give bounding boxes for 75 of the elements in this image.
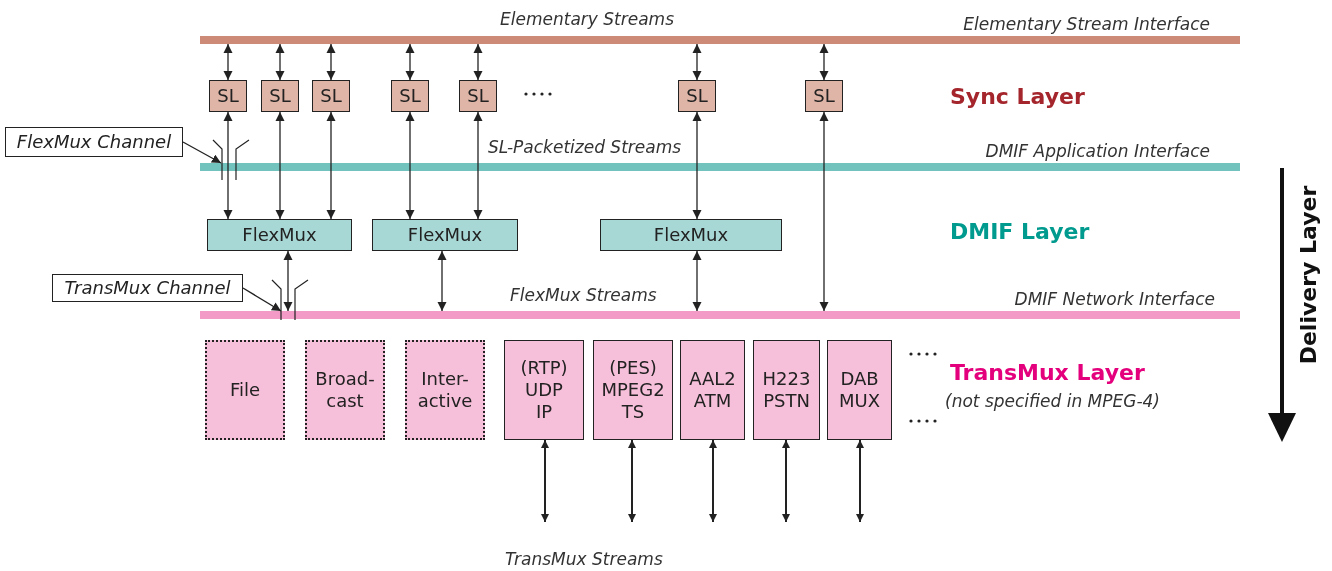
layer-title: TransMux Layer bbox=[950, 360, 1145, 385]
sync-layer-box bbox=[261, 80, 299, 112]
box-label: DAB MUX bbox=[839, 368, 880, 412]
sync-layer-box bbox=[312, 80, 350, 112]
double-arrow bbox=[223, 43, 233, 81]
stream-label: TransMux Streams bbox=[505, 549, 663, 569]
interface-label: DMIF Network Interface bbox=[1014, 289, 1215, 309]
double-arrow bbox=[692, 111, 702, 220]
box-label: H223 PSTN bbox=[762, 368, 811, 412]
transmux-box bbox=[205, 340, 285, 440]
interface-label: DMIF Application Interface bbox=[985, 141, 1210, 161]
double-arrow bbox=[473, 111, 483, 220]
box-label: FlexMux bbox=[653, 224, 729, 246]
flexmux-box bbox=[207, 219, 352, 251]
box-label: AAL2 ATM bbox=[689, 368, 736, 412]
callout-text: TransMux Channel bbox=[64, 277, 231, 299]
double-arrow bbox=[541, 439, 549, 523]
box-label: SL bbox=[320, 85, 342, 107]
box-label: Inter- active bbox=[417, 368, 473, 412]
double-arrow bbox=[326, 43, 336, 81]
box-label: SL bbox=[467, 85, 489, 107]
double-arrow bbox=[819, 43, 829, 81]
sync-layer-box bbox=[678, 80, 716, 112]
layer-title: Sync Layer bbox=[950, 84, 1085, 109]
double-arrow bbox=[223, 111, 233, 220]
double-arrow bbox=[405, 43, 415, 81]
box-label: SL bbox=[399, 85, 421, 107]
double-arrow bbox=[283, 250, 293, 312]
stream-label: SL-Packetized Streams bbox=[488, 137, 682, 157]
transmux-box bbox=[504, 340, 584, 440]
transmux-box bbox=[305, 340, 385, 440]
layer-title: DMIF Layer bbox=[950, 219, 1090, 244]
box-label: File bbox=[229, 379, 261, 401]
callout-label bbox=[52, 274, 243, 302]
box-label: FlexMux bbox=[242, 224, 317, 246]
transmux-box bbox=[753, 340, 820, 440]
box-label: Broad- cast bbox=[315, 368, 375, 412]
box-label: SL bbox=[686, 85, 708, 107]
box-label: SL bbox=[217, 85, 239, 107]
box-label: (RTP) UDP IP bbox=[520, 357, 568, 423]
double-arrow bbox=[405, 111, 415, 220]
double-arrow bbox=[692, 43, 702, 81]
leader-line bbox=[182, 141, 222, 164]
transmux-box bbox=[405, 340, 485, 440]
double-arrow bbox=[692, 250, 702, 312]
double-arrow bbox=[782, 439, 790, 523]
sync-layer-box bbox=[459, 80, 497, 112]
double-arrow bbox=[709, 439, 717, 523]
sync-layer-box bbox=[209, 80, 247, 112]
double-arrow bbox=[326, 111, 336, 220]
callout-text: FlexMux Channel bbox=[16, 131, 172, 153]
double-arrow bbox=[275, 111, 285, 220]
interface-label: Elementary Stream Interface bbox=[963, 14, 1210, 34]
flexmux-box bbox=[372, 219, 518, 251]
box-label: SL bbox=[269, 85, 291, 107]
double-arrow bbox=[856, 439, 864, 523]
sync-layer-box bbox=[391, 80, 429, 112]
double-arrow bbox=[628, 439, 636, 523]
transmux-box bbox=[593, 340, 673, 440]
transmux-box bbox=[827, 340, 892, 440]
box-label: SL bbox=[813, 85, 835, 107]
stream-label: FlexMux Streams bbox=[510, 285, 657, 305]
box-label: (PES) MPEG2 TS bbox=[601, 357, 665, 423]
double-arrow bbox=[819, 111, 829, 312]
sync-layer-box bbox=[805, 80, 843, 112]
leader-line bbox=[242, 287, 282, 312]
double-arrow bbox=[473, 43, 483, 81]
transmux-box bbox=[680, 340, 745, 440]
double-arrow bbox=[275, 43, 285, 81]
callout-label bbox=[5, 127, 183, 157]
note-text: (not specified in MPEG-4) bbox=[945, 391, 1160, 411]
box-label: FlexMux bbox=[407, 224, 483, 246]
flexmux-box bbox=[600, 219, 782, 251]
layer-title: Delivery Layer bbox=[1296, 185, 1323, 365]
double-arrow bbox=[437, 250, 447, 312]
